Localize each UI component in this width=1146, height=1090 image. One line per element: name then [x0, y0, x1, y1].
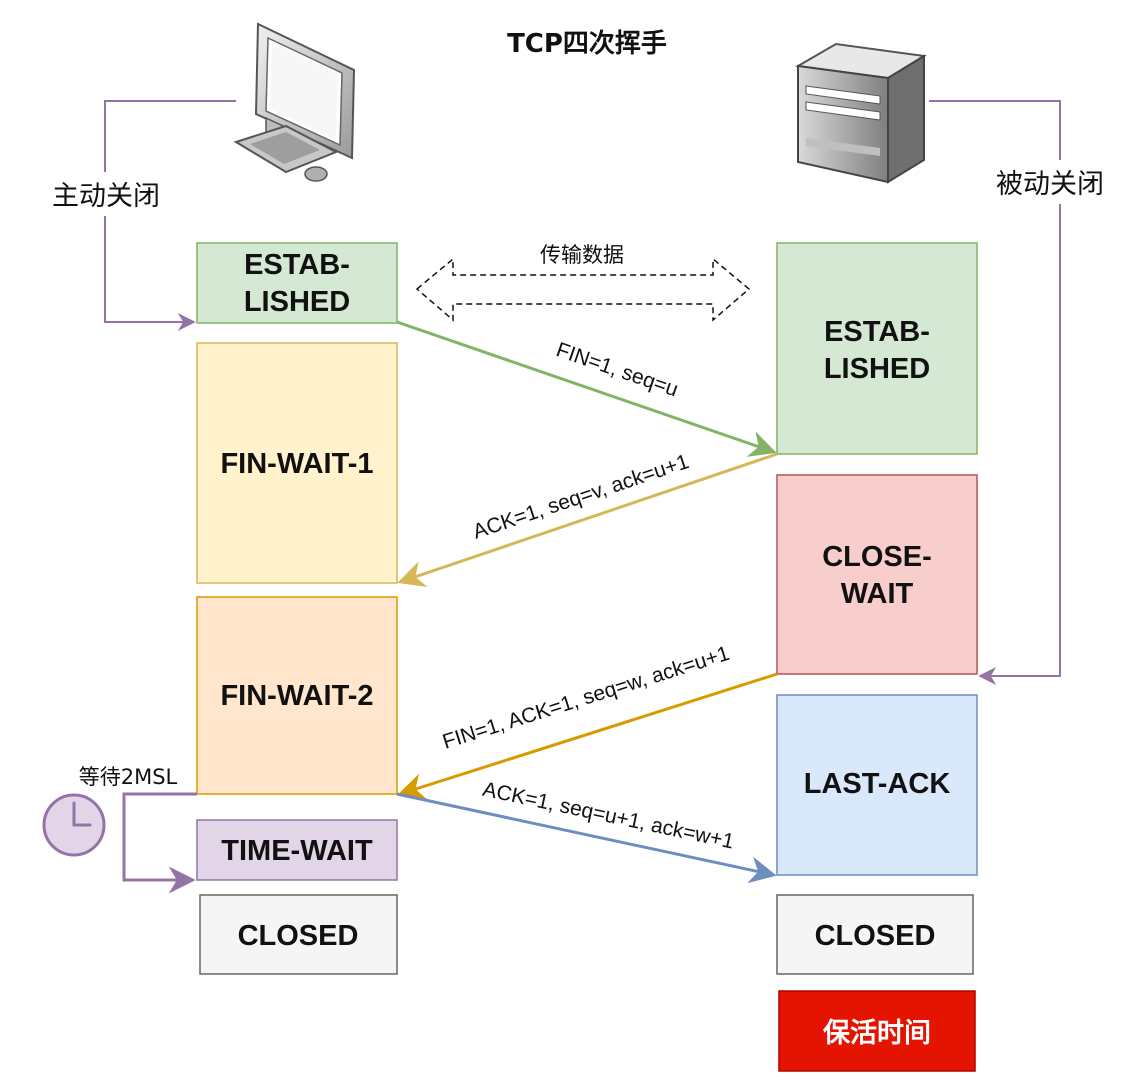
ack1-label: ACK=1, seq=v, ack=u+1	[470, 450, 692, 544]
client-closed-state: CLOSED	[199, 894, 398, 975]
active-close-label: 主动关闭	[52, 181, 160, 212]
fin2-label: FIN=1, ACK=1, seq=w, ack=u+1	[440, 642, 732, 754]
server-closed-label: CLOSED	[815, 920, 936, 952]
client-time-wait-state: TIME-WAIT	[196, 819, 398, 881]
data-transfer-arrow	[415, 257, 751, 322]
fin1-label: FIN=1, seq=u	[553, 338, 681, 401]
client-established-state: ESTAB- LISHED	[196, 242, 398, 324]
client-fin-wait-1-state: FIN-WAIT-1	[196, 342, 398, 584]
time-wait-connector	[122, 792, 197, 894]
server-keepalive-state: 保活时间	[778, 990, 976, 1072]
client-fin-wait-2-label: FIN-WAIT-2	[220, 680, 373, 712]
server-close-wait-line1: CLOSE-	[822, 541, 932, 573]
server-closed-state: CLOSED	[776, 894, 974, 975]
data-transfer-label: 传输数据	[540, 243, 624, 267]
server-close-wait-state: CLOSE- WAIT	[776, 474, 978, 675]
server-icon	[794, 42, 927, 184]
ack1-arrow	[397, 452, 778, 587]
wait-2msl-label: 等待2MSL	[79, 765, 178, 789]
fin2-arrow	[397, 672, 778, 800]
server-close-wait-line2: WAIT	[841, 578, 914, 610]
client-established-line1: ESTAB-	[244, 249, 350, 281]
client-time-wait-label: TIME-WAIT	[221, 835, 373, 867]
client-fin-wait-2-state: FIN-WAIT-2	[196, 596, 398, 795]
client-established-line2: LISHED	[244, 286, 350, 318]
server-established-state: ESTAB- LISHED	[776, 242, 978, 455]
passive-close-label: 被动关闭	[996, 169, 1104, 200]
fin1-arrow	[396, 320, 777, 457]
passive-close-connector	[929, 100, 1061, 685]
clock-icon	[42, 793, 106, 857]
server-last-ack-label: LAST-ACK	[804, 768, 951, 800]
active-close-label-bg	[38, 172, 174, 216]
server-established-line1: ESTAB-	[824, 316, 930, 348]
ack2-label: ACK=1, seq=u+1, ack=w+1	[481, 778, 736, 854]
diagram-title: TCP四次挥手	[507, 29, 667, 59]
server-last-ack-state: LAST-ACK	[776, 694, 978, 876]
ack2-arrow	[396, 792, 777, 884]
client-closed-label: CLOSED	[238, 920, 359, 952]
client-computer-icon	[233, 22, 356, 182]
server-keepalive-label: 保活时间	[822, 1018, 931, 1049]
server-established-line2: LISHED	[824, 353, 930, 385]
client-fin-wait-1-label: FIN-WAIT-1	[220, 448, 373, 480]
passive-close-label-bg	[980, 160, 1120, 204]
